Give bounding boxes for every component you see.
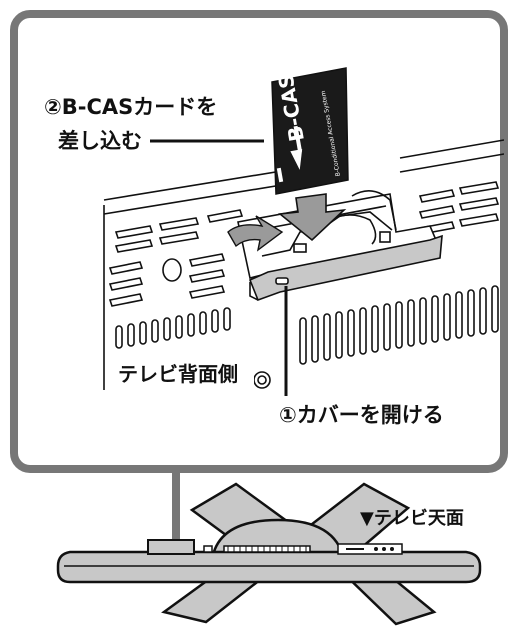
tv-top-label: ▼テレビ天面	[360, 508, 464, 529]
step1-label: ①カバーを開ける	[279, 403, 444, 427]
insert-arrow	[278, 193, 347, 242]
grille-lower-left	[115, 307, 231, 349]
bcas-card: B-CAS B-Conditional Access System	[271, 67, 349, 195]
slot-cover	[248, 234, 443, 302]
button-strip	[337, 543, 403, 555]
step2-label-line2: 差し込む	[58, 129, 142, 153]
tv-body	[56, 550, 482, 584]
step2-label-line1: ②B-CASカードを	[44, 95, 217, 119]
vent-slots-left	[108, 253, 226, 307]
vent-slots-upper-left	[114, 209, 244, 253]
card-slot-window	[147, 539, 195, 555]
tv-top-view	[56, 482, 482, 626]
grille-lower-right	[299, 285, 499, 365]
open-cover-arrow	[227, 215, 284, 252]
tv-back-label: テレビ背面側	[118, 362, 238, 386]
